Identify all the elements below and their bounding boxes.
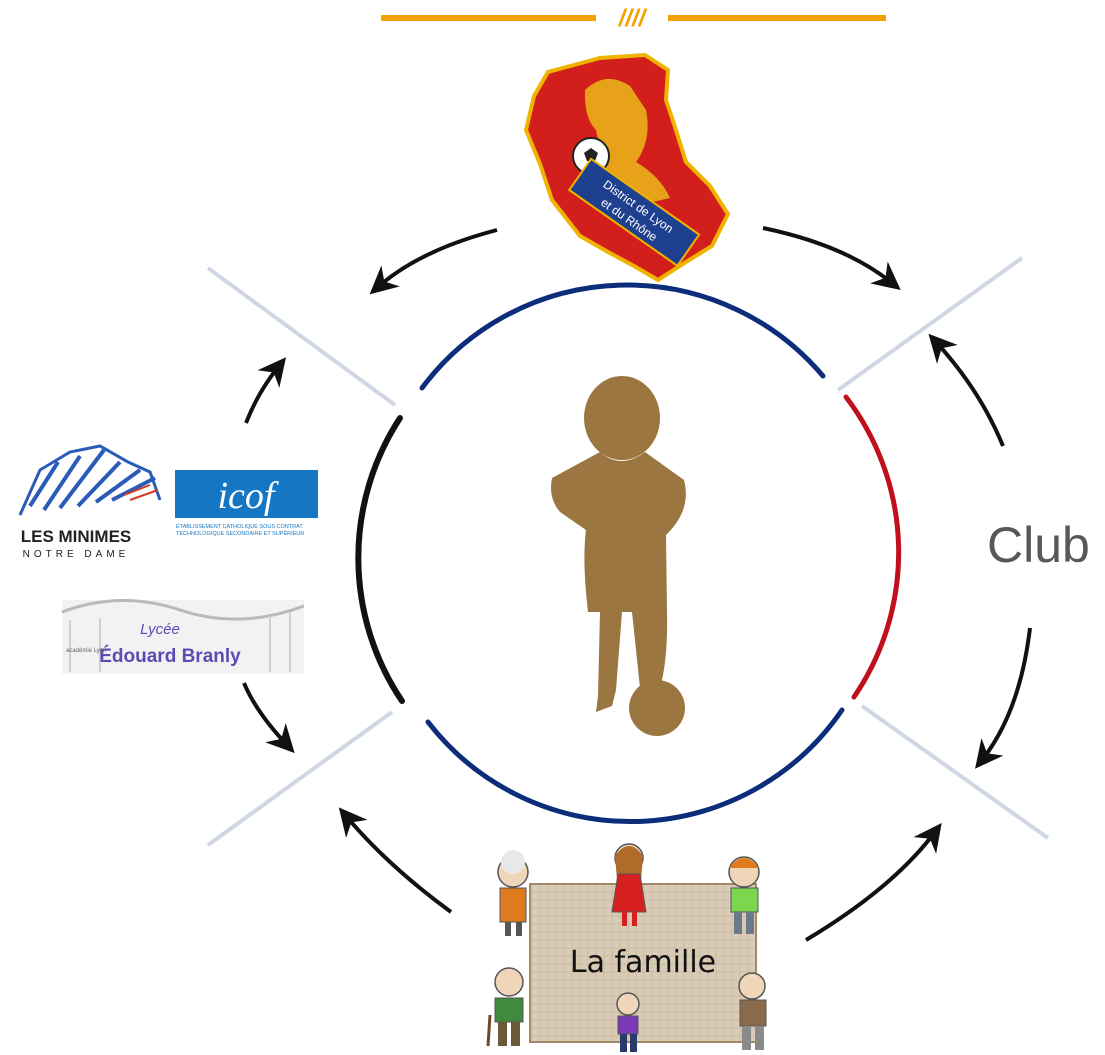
ring-arc-bottom-blue — [425, 707, 845, 825]
icof-line2: TECHNOLOGIQUE SECONDAIRE ET SUPÉRIEUR — [176, 530, 304, 537]
ring-arc-top-blue — [419, 282, 826, 391]
grandma-figure — [497, 850, 529, 936]
icof-logo: icof ÉTABLISSEMENT CATHOLIQUE SOUS CONTR… — [175, 470, 318, 537]
icof-line1: ÉTABLISSEMENT CATHOLIQUE SOUS CONTRAT — [176, 523, 303, 530]
divider-lines — [206, 256, 1050, 847]
arrow-family-to-club — [804, 823, 942, 942]
header-ornament: //// — [381, 5, 886, 32]
header-ornament-slashes: //// — [618, 5, 648, 32]
arrow-schools-down — [242, 682, 295, 754]
icof-name: icof — [218, 475, 279, 517]
player-silhouette — [551, 376, 686, 736]
district-logo: District de Lyon et du Rhône — [523, 52, 731, 283]
arrow-club-down — [975, 627, 1032, 769]
arrow-club-up — [928, 333, 1005, 447]
grandpa-figure — [486, 967, 524, 1047]
cycle-arrows — [242, 226, 1032, 942]
club-label: Club — [987, 517, 1090, 573]
girl-figure — [611, 843, 647, 926]
arrow-district-to-schools — [369, 228, 498, 295]
child-figure — [616, 992, 640, 1052]
les-minimes-line2: NOTRE DAME — [23, 549, 130, 560]
family-illustration: La famille — [486, 843, 767, 1052]
arrow-family-to-schools — [338, 807, 453, 914]
lycee-branly-line2: Édouard Branly — [99, 645, 241, 667]
ring-arc-left-black — [355, 415, 405, 704]
arrow-schools-up — [244, 357, 287, 424]
les-minimes-logo: LES MINIMES NOTRE DAME — [18, 444, 162, 560]
lycee-branly-logo: Lycée Édouard Branly académie Lyon — [61, 599, 305, 674]
family-label: La famille — [570, 945, 716, 980]
divider-top-left — [206, 266, 397, 407]
lycee-branly-small: académie Lyon — [66, 648, 106, 654]
father-figure — [738, 972, 767, 1050]
lycee-branly-line1: Lycée — [140, 621, 180, 638]
divider-bottom-right — [860, 704, 1050, 840]
ring-arc-right-red — [843, 394, 902, 700]
divider-bottom-left — [206, 710, 394, 847]
divider-top-right — [836, 256, 1024, 392]
boy-figure — [728, 856, 760, 934]
arrow-district-to-club — [762, 226, 901, 291]
central-ring — [355, 282, 902, 825]
les-minimes-line1: LES MINIMES — [21, 527, 132, 546]
